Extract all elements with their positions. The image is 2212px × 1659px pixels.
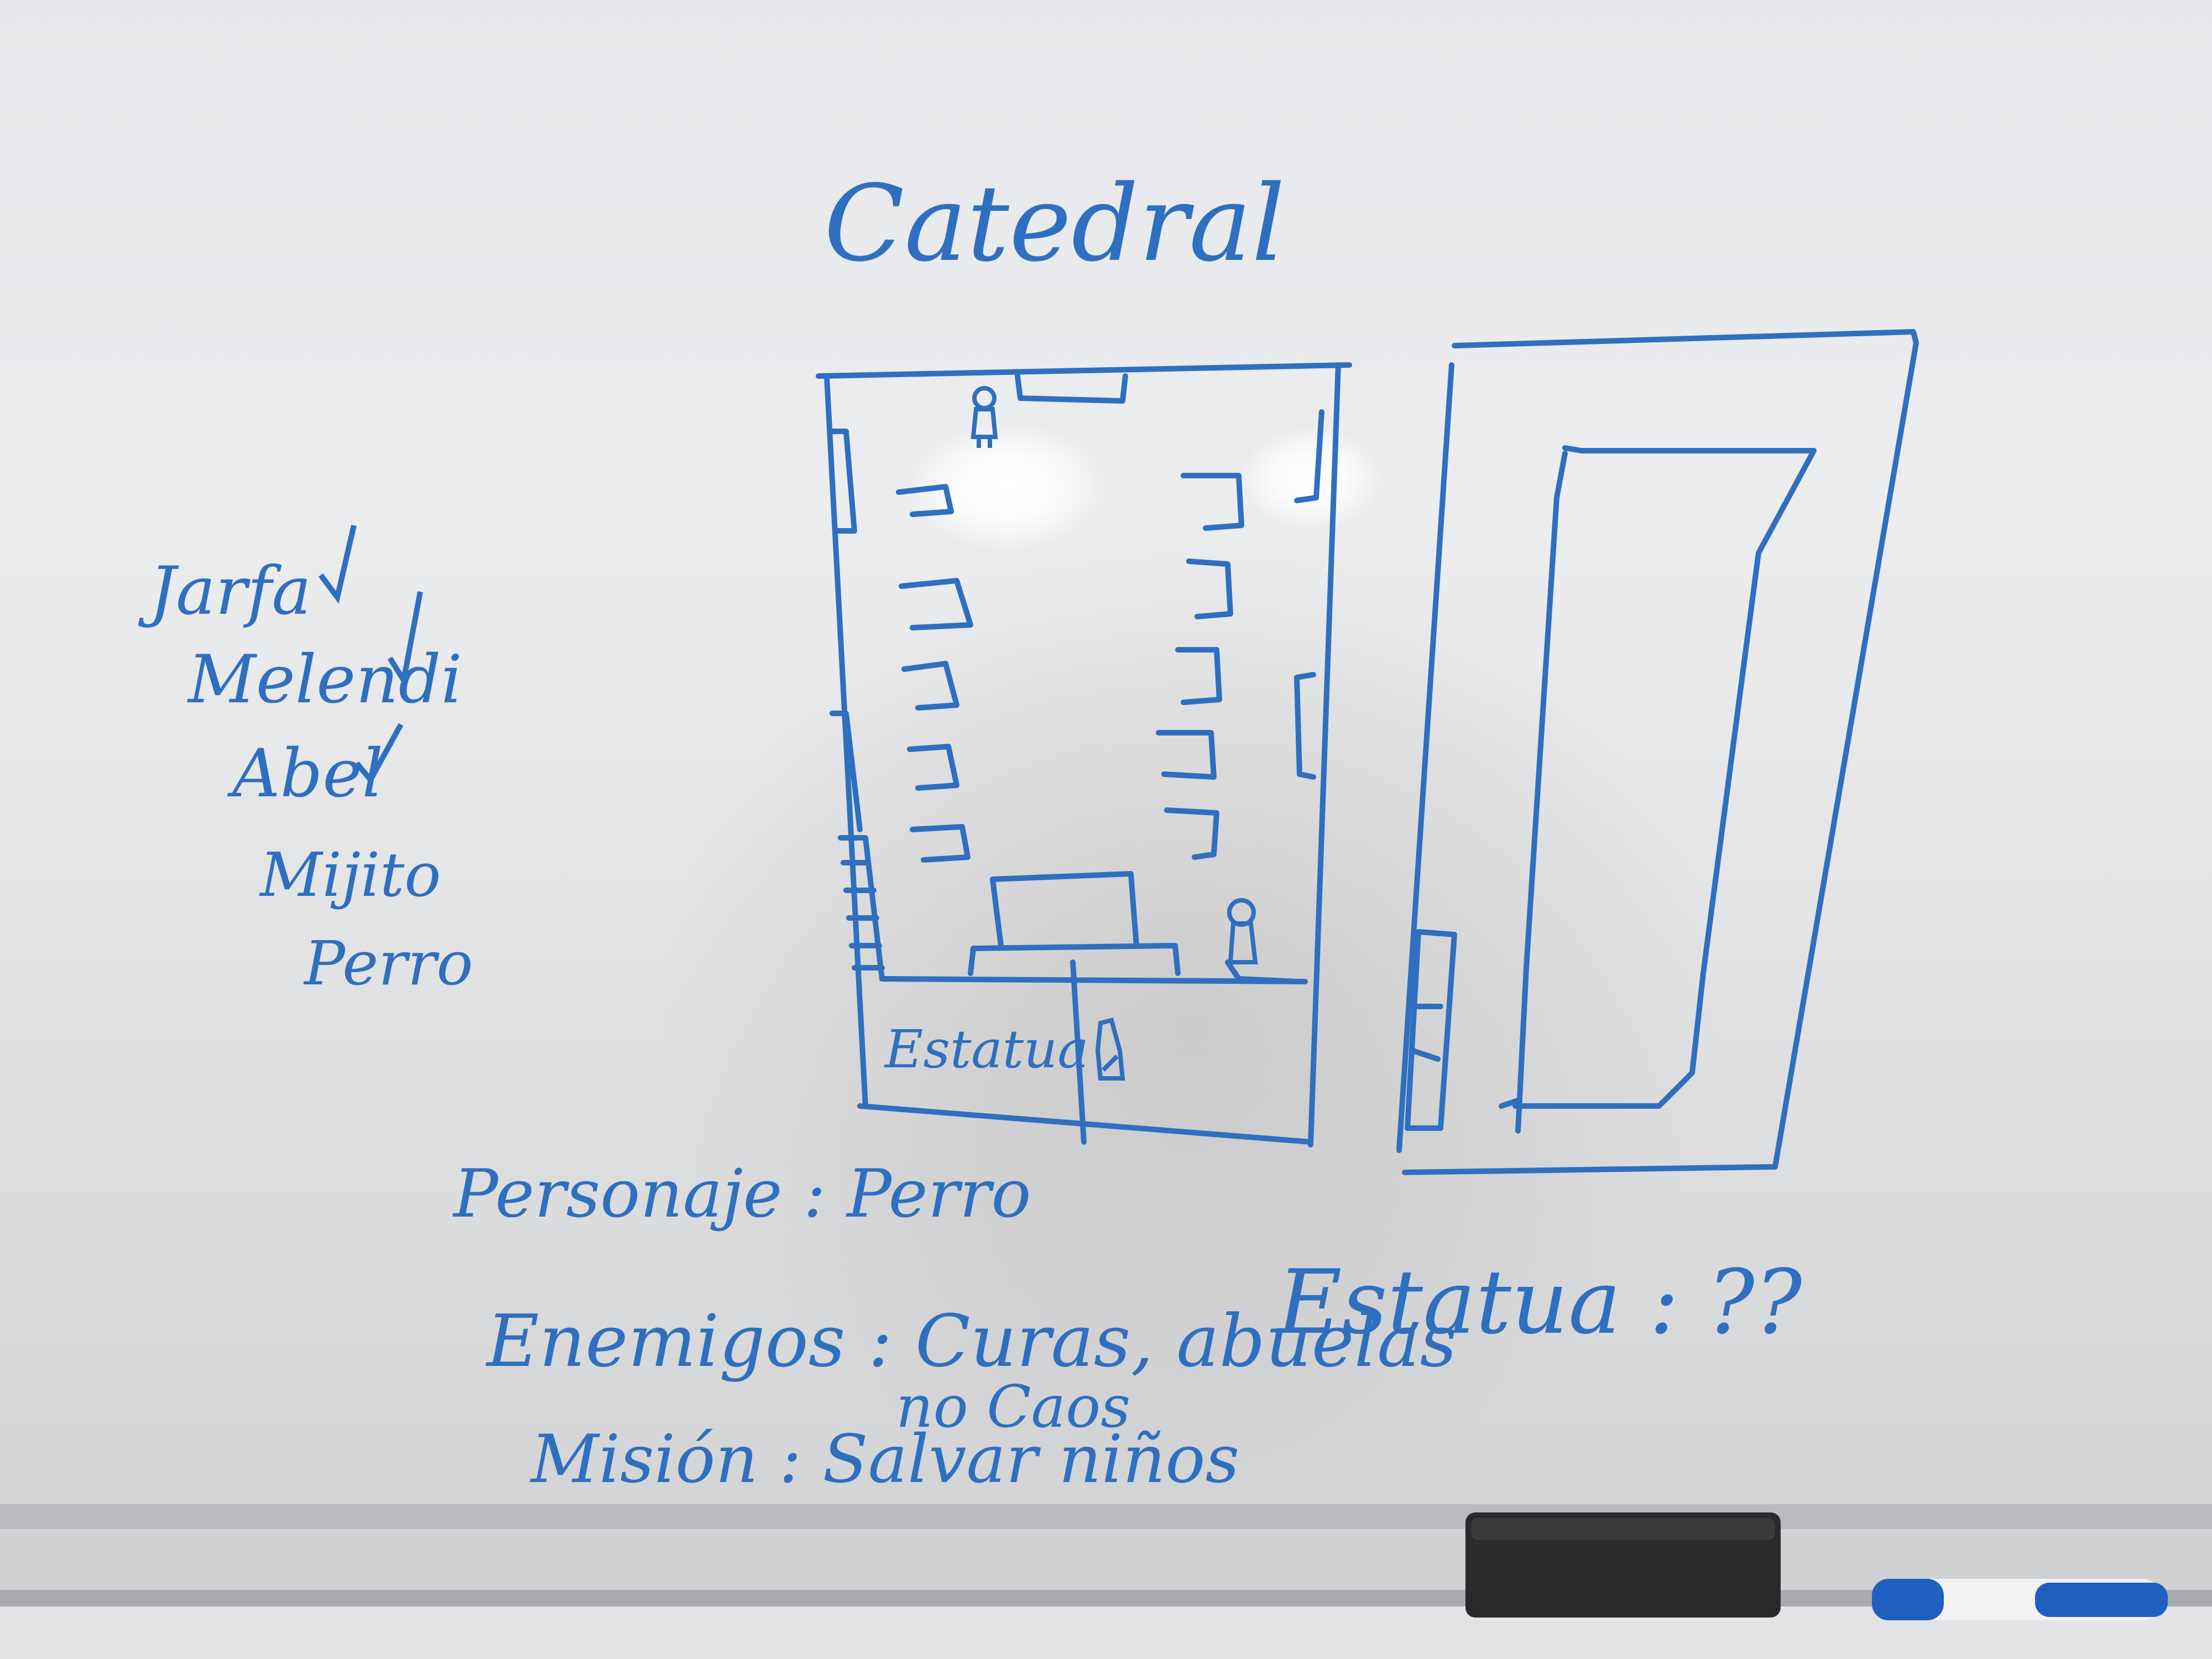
outline-diagram: [1396, 329, 1919, 1175]
note-enemigos-continued: no Caos: [896, 1373, 1130, 1441]
checklist-item: Mijito: [259, 839, 441, 910]
note-personaje: Personaje : Perro: [452, 1156, 1031, 1233]
checklist-item: Perro: [303, 928, 473, 999]
statue-room-label: Estatua: [884, 1019, 1089, 1080]
check-mark-icon: [319, 524, 357, 604]
check-mark-icon: [354, 723, 404, 785]
checklist-item: Melendi: [187, 641, 462, 718]
person-figure-icon: [971, 386, 998, 448]
marker-pen-icon[interactable]: [1872, 1579, 2168, 1620]
note-enemigos: Enemigos : Curas, abuelas: [486, 1299, 1457, 1383]
cathedral-floor-plan: [816, 362, 1352, 1147]
shadow-reflection: [664, 553, 1714, 1493]
board-title: Catedral: [824, 163, 1285, 285]
check-mark-icon: [387, 591, 423, 688]
person-figure-icon: [1227, 898, 1258, 964]
note-estatua: Estatua : ??: [1276, 1250, 1803, 1354]
eraser-icon[interactable]: [1465, 1512, 1781, 1618]
checklist: Jarfa Melendi Abel Mijito Perro: [138, 524, 473, 999]
whiteboard-tray: [0, 1504, 2212, 1659]
note-mision: Misión : Salvar niños: [530, 1421, 1239, 1498]
checklist-item: Abel: [227, 735, 383, 812]
checklist-item: Jarfa: [138, 553, 311, 630]
person-figure-icon: [1095, 1018, 1125, 1081]
